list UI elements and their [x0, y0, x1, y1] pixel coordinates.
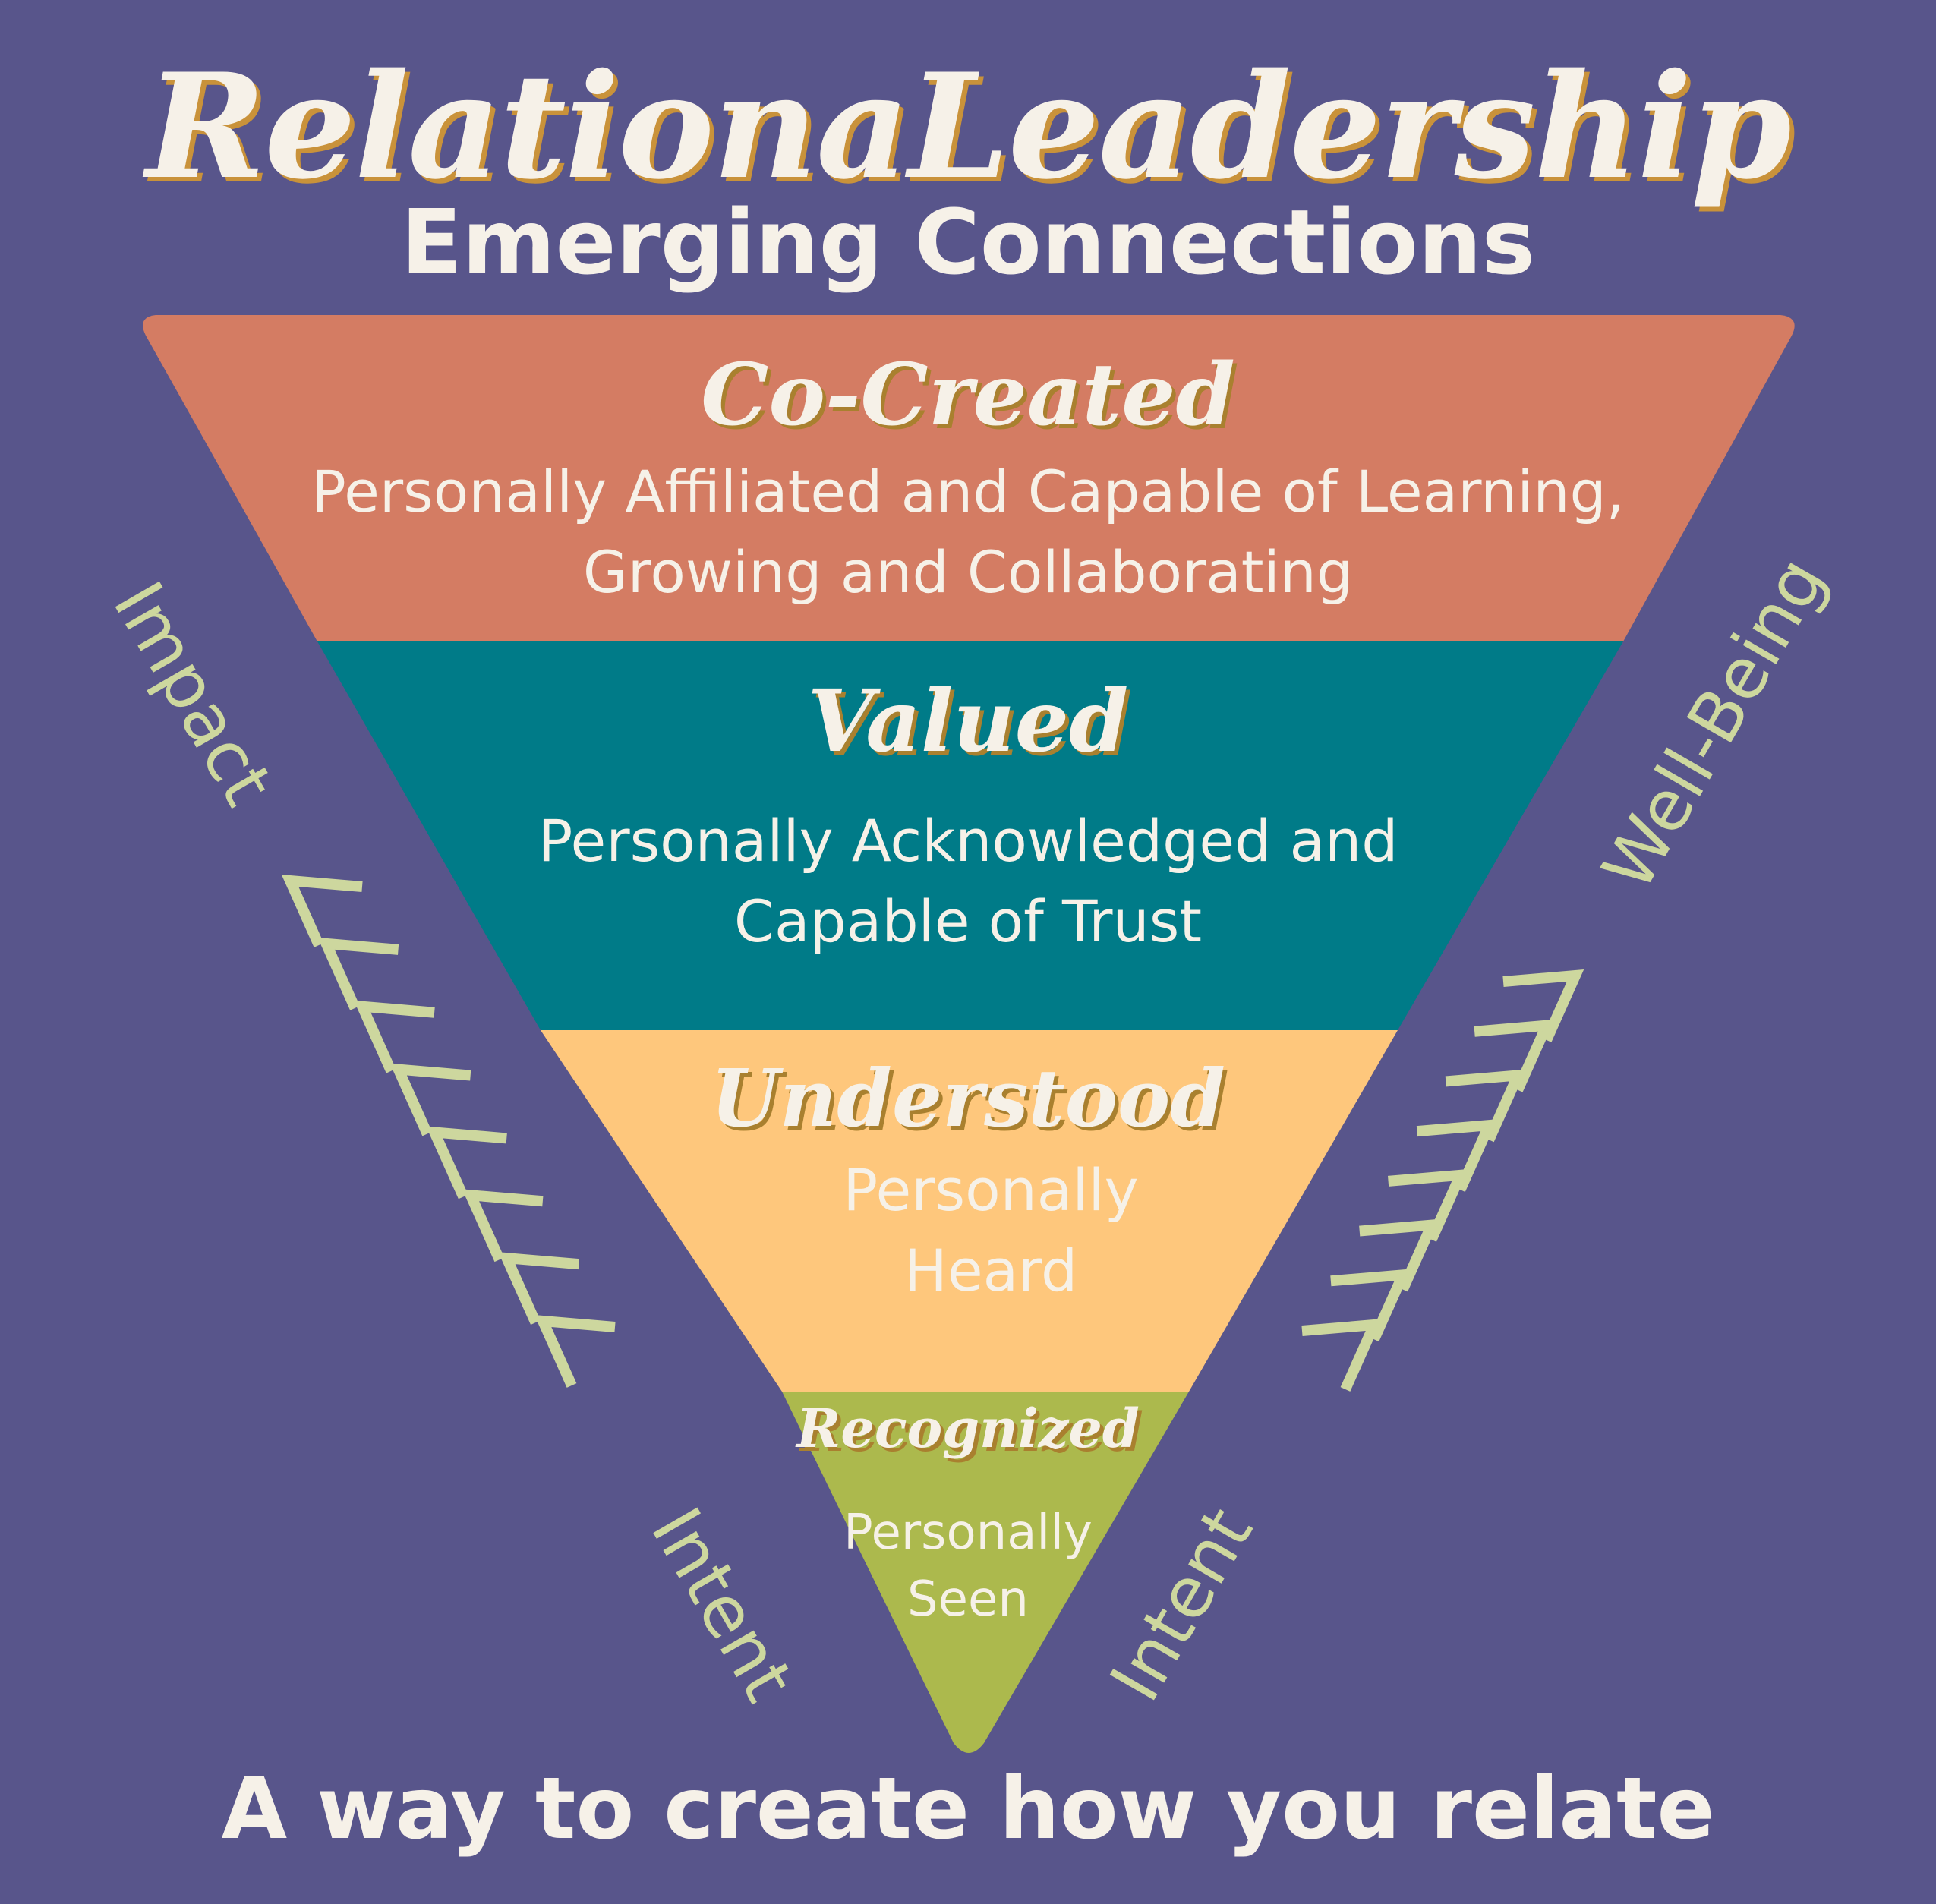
level-desc-recognized: Personally Seen	[816, 1499, 1120, 1634]
chevron-right-icon	[1474, 1019, 1556, 1092]
chevron-left-icon	[389, 1063, 471, 1136]
chevron-right-icon	[1387, 1168, 1469, 1242]
chevron-left-icon	[498, 1252, 580, 1325]
level-desc-line: Personally Affiliated and Capable of Lea…	[311, 458, 1625, 525]
chevron-left-icon	[317, 937, 399, 1010]
chevron-right-icon	[1445, 1069, 1527, 1143]
band-understood	[541, 1030, 1398, 1392]
level-desc-line: Personally Acknowledged and	[538, 807, 1398, 875]
level-desc-line: Growing and Collaborating	[582, 538, 1354, 607]
chevron-right-icon	[1330, 1269, 1412, 1342]
chevron-right-icon	[1359, 1218, 1440, 1292]
level-desc-understood: Personally Heard	[740, 1150, 1241, 1312]
right-chevron-group	[1301, 969, 1584, 1392]
level-desc-line: Seen	[907, 1571, 1029, 1628]
level-desc-line: Personally	[843, 1156, 1139, 1224]
band-recognized	[782, 1392, 1189, 1753]
level-desc-valued: Personally Acknowledged and Capable of T…	[380, 801, 1556, 963]
level-desc-line: Heard	[903, 1237, 1078, 1305]
chevron-left-icon	[534, 1315, 616, 1388]
left-chevron-group	[281, 875, 616, 1388]
chevron-right-icon	[1416, 1119, 1498, 1192]
chevron-left-icon	[426, 1126, 507, 1199]
chevron-left-icon	[462, 1189, 544, 1263]
level-desc-line: Personally	[843, 1505, 1093, 1561]
chevron-right-icon	[1301, 1319, 1383, 1392]
band-co-created	[143, 315, 1795, 641]
level-title-understood: Understood	[710, 1051, 1226, 1145]
page-subtitle: Emerging Connections	[400, 190, 1536, 295]
page-title: RelationaLeadership	[146, 42, 1792, 211]
band-valued	[317, 641, 1623, 1030]
level-desc-line: Capable of Trust	[733, 887, 1203, 956]
level-title-valued: Valued	[807, 672, 1129, 771]
level-title-co-created: Co-Created	[701, 345, 1235, 445]
chevron-left-icon	[281, 875, 363, 947]
level-desc-co-created: Personally Affiliated and Capable of Lea…	[228, 452, 1708, 613]
chevron-right-icon	[1502, 969, 1584, 1042]
footer-tagline: A way to create how you relate	[221, 1760, 1715, 1858]
level-title-recognized: Recognized	[796, 1397, 1140, 1460]
chevron-left-icon	[353, 1000, 435, 1073]
